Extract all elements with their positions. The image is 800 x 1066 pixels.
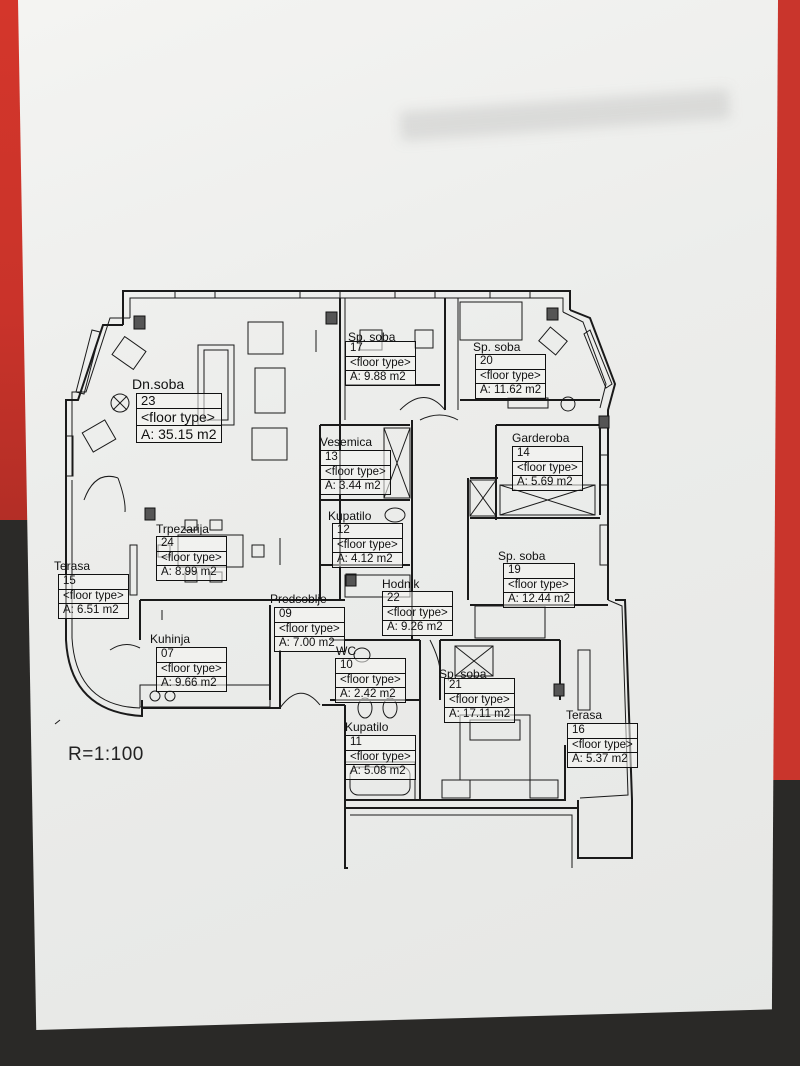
room-15-label-box: 15 <floor type> A: 6.51 m2 [58,574,129,619]
outer-wall [122,290,571,325]
door-arc [83,475,119,501]
scale-label: R=1:100 [68,744,144,765]
room-15-name: Terasa [54,559,91,573]
outer-wall-inner [129,297,564,318]
coffee-table [254,367,286,414]
lamp [110,393,130,413]
room-12-name: Kupatilo [328,509,372,523]
room-17-label-box: 17 <floor type> A: 9.88 m2 [345,341,416,386]
room-13-label-box: 13 <floor type> A: 3.44 m2 [320,450,391,495]
bed [459,301,523,341]
room-14-label-box: 14 <floor type> A: 5.69 m2 [512,446,583,491]
room-12-label-box: 12 <floor type> A: 4.12 m2 [332,523,403,568]
room-09-name: Predsoblje [270,592,327,606]
room-16-label-box: 16 <floor type> A: 5.37 m2 [567,723,638,768]
outer-wall-right-upper [569,309,617,430]
room-17-name: Sp. soba [348,330,396,344]
room-21-label-box: 21 <floor type> A: 17.11 m2 [444,678,516,723]
armchair [247,321,284,355]
room-07-name: Kuhinja [150,632,191,646]
room-14-name: Garderoba [512,431,570,445]
outer-wall-left-upper [65,324,123,480]
terrace-15-outline [65,480,143,718]
column [133,315,146,330]
window [174,290,216,299]
room-21-name: Sp. soba [439,667,487,681]
room-10-name: WC [336,644,356,658]
room-10-label-box: 10 <floor type> A: 2.42 m2 [335,658,406,703]
room-24-label-box: 24 <floor type> A: 8.99 m2 [156,536,227,581]
room-22-label-box: 22 <floor type> A: 9.26 m2 [382,591,453,636]
room-09-label-box: 09 <floor type> A: 7.00 m2 [274,607,345,652]
room-22-name: Hodnik [382,577,420,591]
room-19-label-box: 19 <floor type> A: 12.44 m2 [503,563,576,608]
room-07-label-box: 07 <floor type> A: 9.66 m2 [156,647,227,692]
room-20-name: Sp. soba [473,340,521,354]
room-19-name: Sp. soba [498,549,546,563]
room-20-label-box: 20 <floor type> A: 11.62 m2 [475,354,547,399]
terrace-16-outline [577,599,633,859]
room-13-name: Vesemica [320,435,373,449]
room-16-name: Terasa [566,708,603,722]
room-11-name: Kupatilo [345,720,389,734]
room-23-label-box: 23 <floor type> A: 35.15 m2 [136,393,222,443]
room-24-name: Trpezarija [156,522,209,536]
room-11-label-box: 11 <floor type> A: 5.08 m2 [345,735,416,780]
room-23-name: Dn.soba [132,376,185,392]
